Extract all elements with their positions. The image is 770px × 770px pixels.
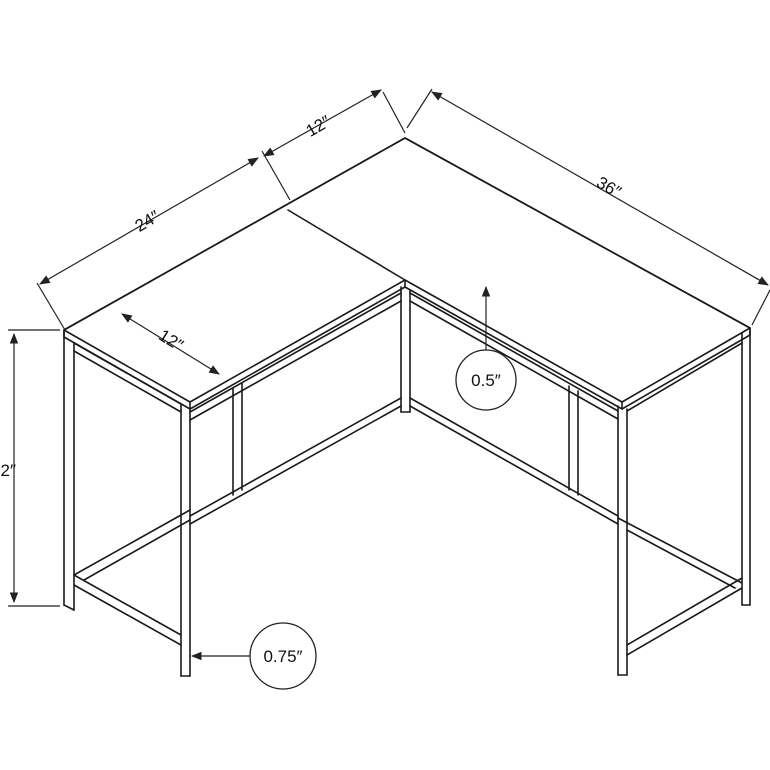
dimension-36-line xyxy=(406,88,770,326)
leg-front-left xyxy=(63,336,75,611)
desk-top xyxy=(63,137,751,410)
dimension-12-top-line xyxy=(263,89,406,157)
leg-inner-corner xyxy=(400,286,411,413)
callout-top-thickness-label: 0.5″ xyxy=(471,371,501,390)
leg-front-center xyxy=(180,403,191,677)
callout-leg-width xyxy=(190,622,317,690)
dimension-12-inner-line xyxy=(121,313,220,375)
dimension-24-line xyxy=(36,150,291,331)
frame-rails xyxy=(73,292,743,656)
leg-front-right xyxy=(617,405,628,676)
dimension-12-top-label: 12″ xyxy=(303,112,334,141)
dimension-32-line xyxy=(8,329,60,607)
callout-top-thickness xyxy=(455,285,517,411)
callout-leg-width-label: 0.75″ xyxy=(263,647,302,666)
dimension-32-label: 32″ xyxy=(0,461,16,480)
dimension-36-label: 36″ xyxy=(593,173,624,202)
dimension-24-label: 24″ xyxy=(132,207,163,236)
leg-back-right xyxy=(741,332,751,606)
